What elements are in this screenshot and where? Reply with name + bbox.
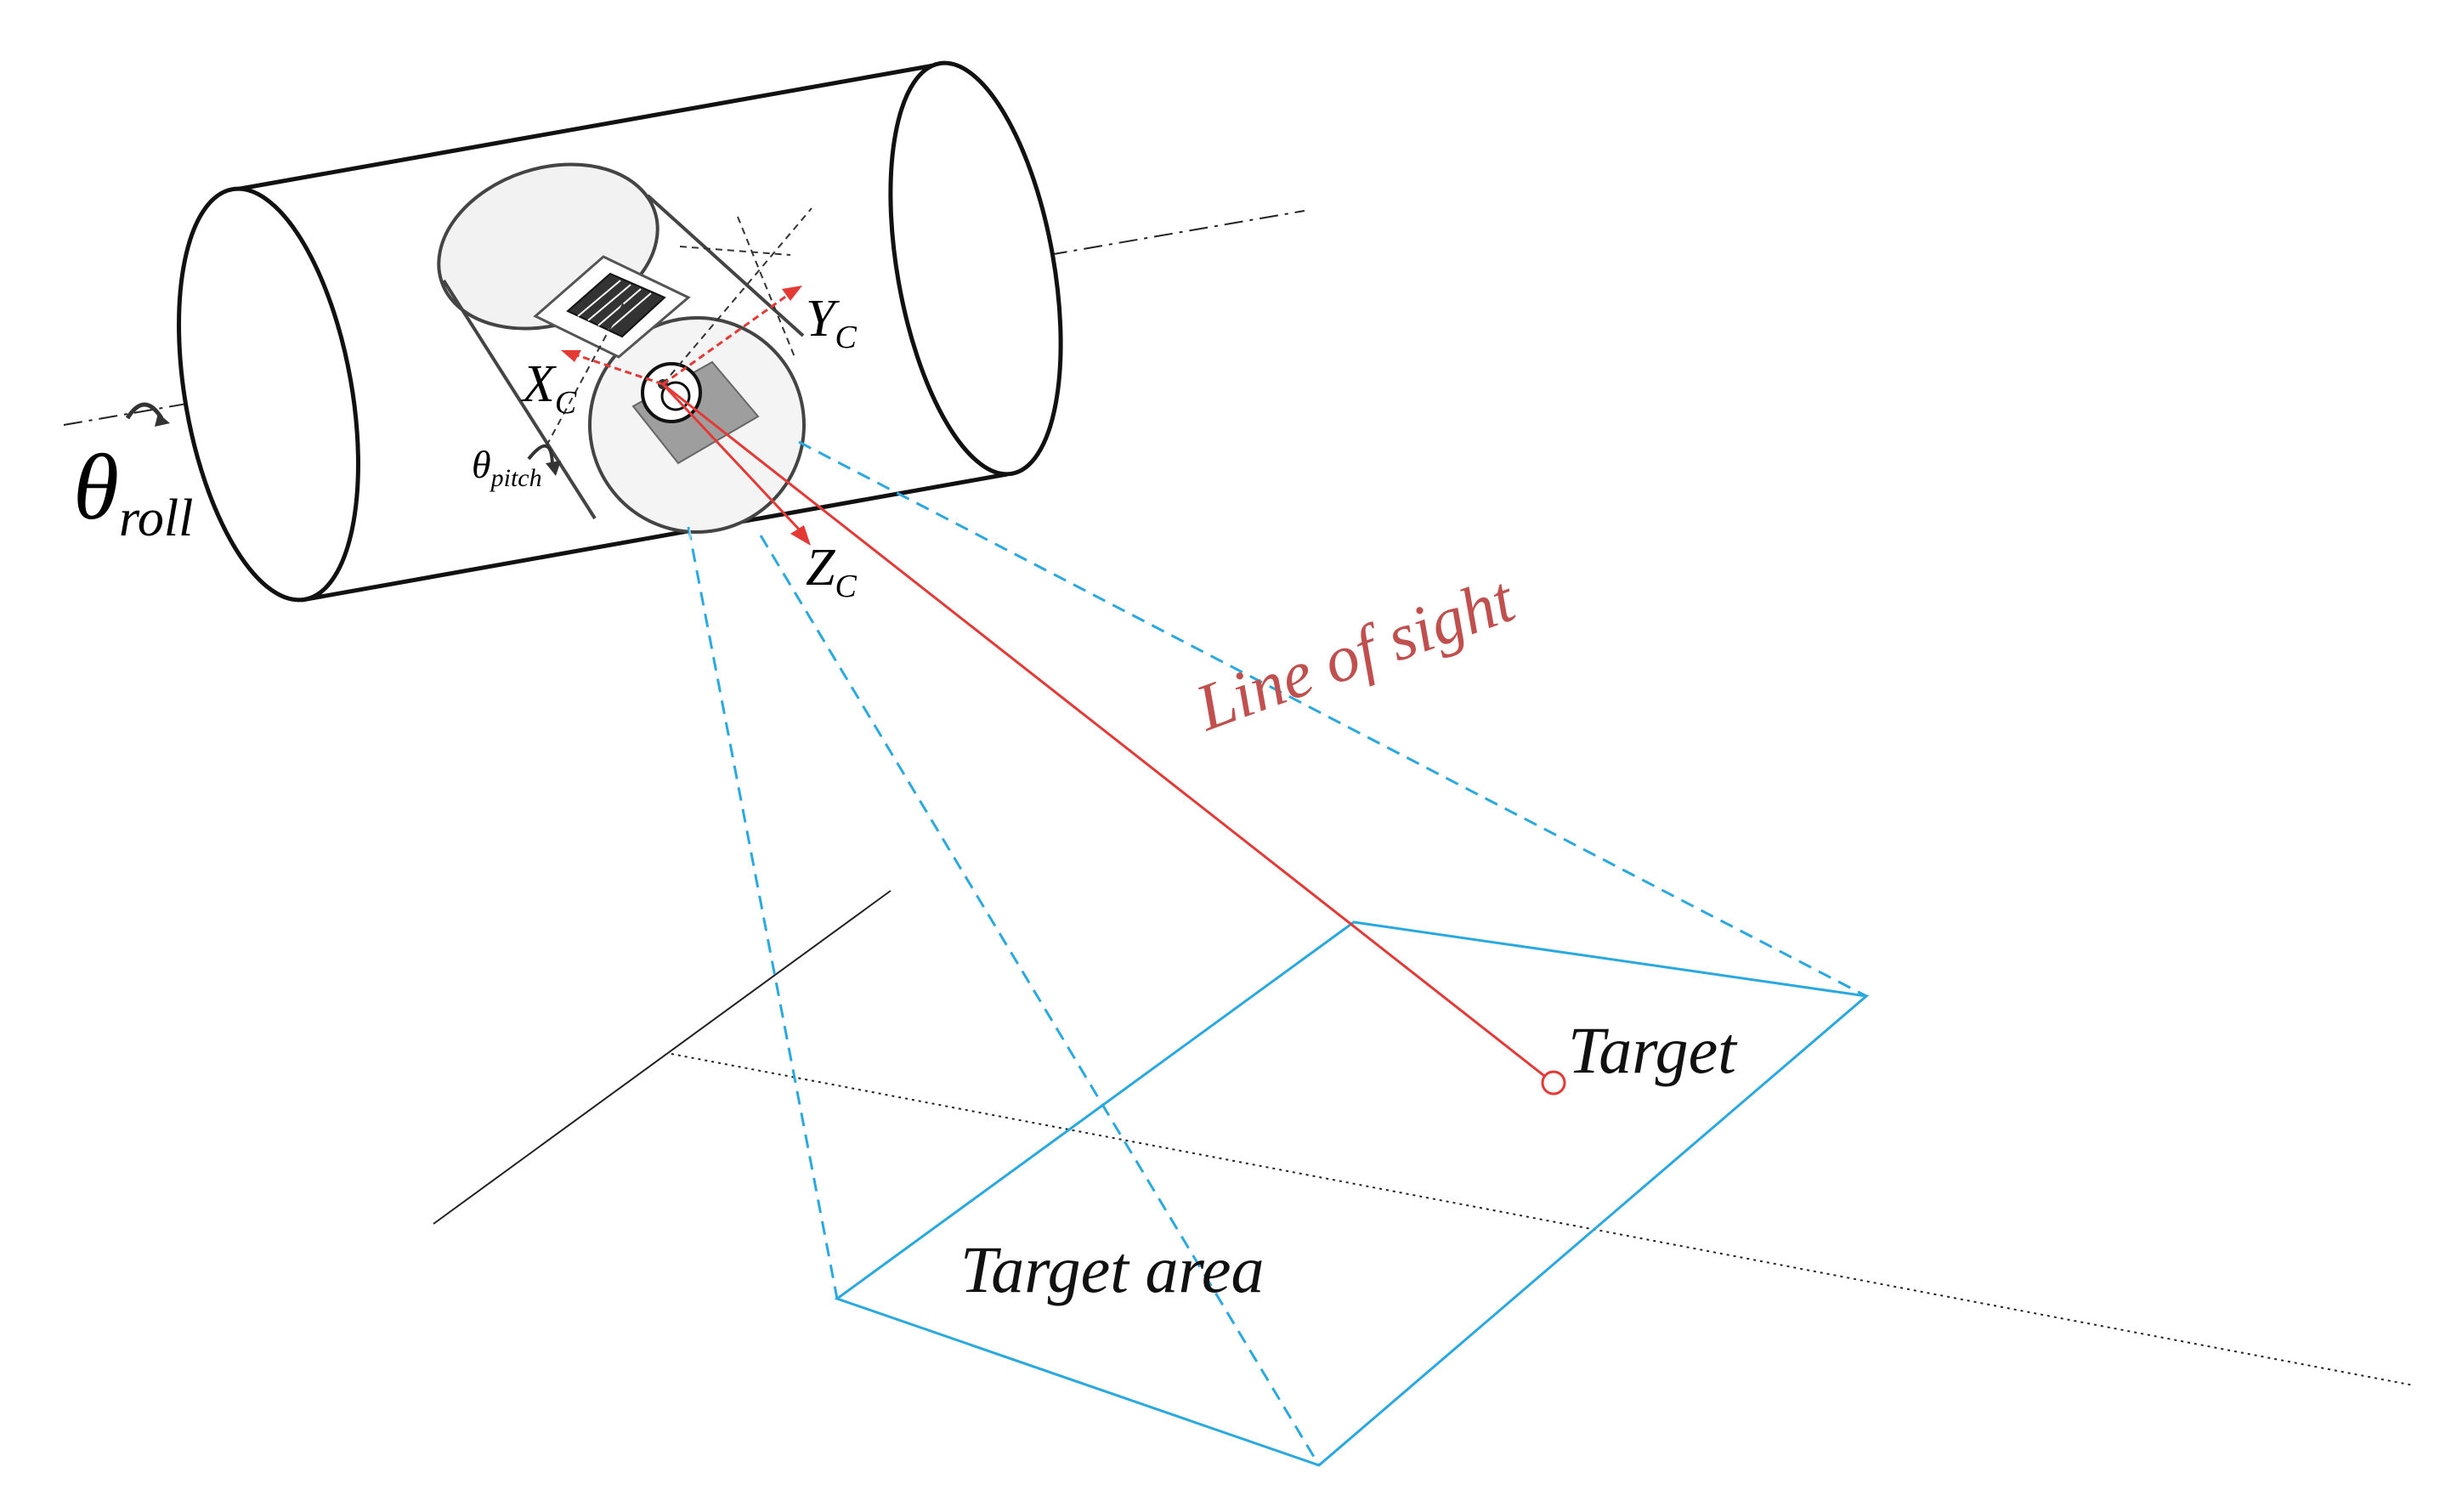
roll-rotation-arrow <box>125 402 170 427</box>
roll-axis <box>63 210 1305 426</box>
pitch-label: θpitch <box>472 443 542 492</box>
axis-yc-sub: C <box>835 320 857 355</box>
line-of-sight-label: Line of sight <box>1186 561 1525 745</box>
pitch-rotation-arrow <box>527 444 561 476</box>
axis-zc-arrowhead <box>790 525 811 546</box>
ground-axes <box>433 890 2414 1386</box>
inner-guides <box>543 207 812 451</box>
axis-xc-main: X <box>520 355 557 413</box>
outer-cylinder-bottom-edge <box>301 472 1008 603</box>
axis-zc-main: Z <box>806 539 835 597</box>
roll-label-sub: roll <box>119 490 193 547</box>
ground-axis-left <box>433 890 892 1225</box>
axis-zc-sub: C <box>835 569 857 604</box>
outer-cylinder-right-cap <box>888 60 1063 477</box>
ground-axis-right <box>671 1053 2414 1386</box>
pitch-label-sub: pitch <box>490 464 542 492</box>
axis-xc-line <box>569 351 664 386</box>
axis-yc-arrowhead <box>782 286 802 301</box>
roll-label: θroll <box>73 435 193 547</box>
roll-label-symbol: θ <box>73 435 119 539</box>
field-of-view <box>687 440 1867 1466</box>
line-of-sight <box>662 382 1552 1083</box>
axis-yc-line <box>662 292 791 386</box>
axis-xc-label: XC <box>520 355 577 421</box>
outer-cylinder-top-edge <box>235 61 944 192</box>
circuit-board <box>533 255 691 359</box>
fov-edge-1 <box>687 526 839 1300</box>
axis-xc-arrowhead <box>561 350 581 362</box>
outer-cylinder-left-cap <box>177 186 360 603</box>
axis-yc-label: YC <box>806 290 857 355</box>
axis-zc-line <box>661 382 805 535</box>
target-marker <box>1541 1070 1566 1096</box>
axis-zc-label: ZC <box>806 539 857 604</box>
inner-cylinder-left-edge <box>442 279 597 520</box>
axis-yc-main: Y <box>806 290 840 348</box>
fov-edge-3 <box>798 440 1867 998</box>
fov-edge-2 <box>759 535 1321 1466</box>
target-area-footprint <box>834 920 1870 1467</box>
target-label: Target <box>1568 1013 1738 1087</box>
camera-axes <box>561 286 811 546</box>
target-area-label: Target area <box>960 1232 1265 1306</box>
pitch-label-symbol: θ <box>472 443 491 486</box>
axis-xc-sub: C <box>555 385 577 421</box>
inner-cylinder-right-edge <box>646 194 805 337</box>
